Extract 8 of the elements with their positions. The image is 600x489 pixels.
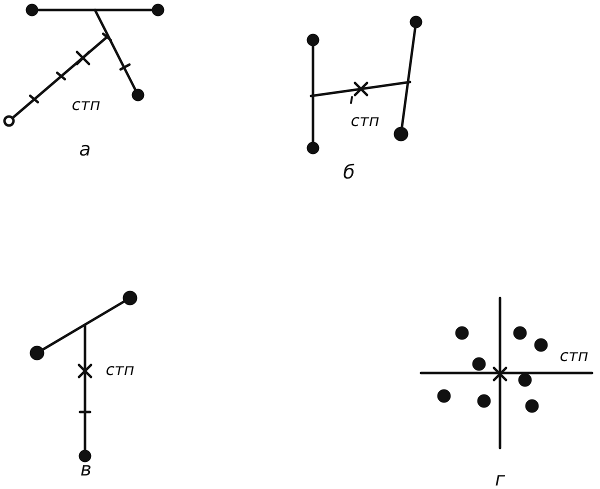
panel-letter: а bbox=[79, 140, 91, 160]
point-label: стп bbox=[350, 113, 380, 129]
point-label: стп bbox=[72, 97, 100, 113]
panel-letter: в bbox=[80, 460, 92, 480]
point-label: стп bbox=[106, 362, 134, 378]
panel-letter: б bbox=[343, 164, 355, 182]
point-label: стп bbox=[560, 348, 588, 364]
panel-letter: г bbox=[495, 470, 505, 489]
